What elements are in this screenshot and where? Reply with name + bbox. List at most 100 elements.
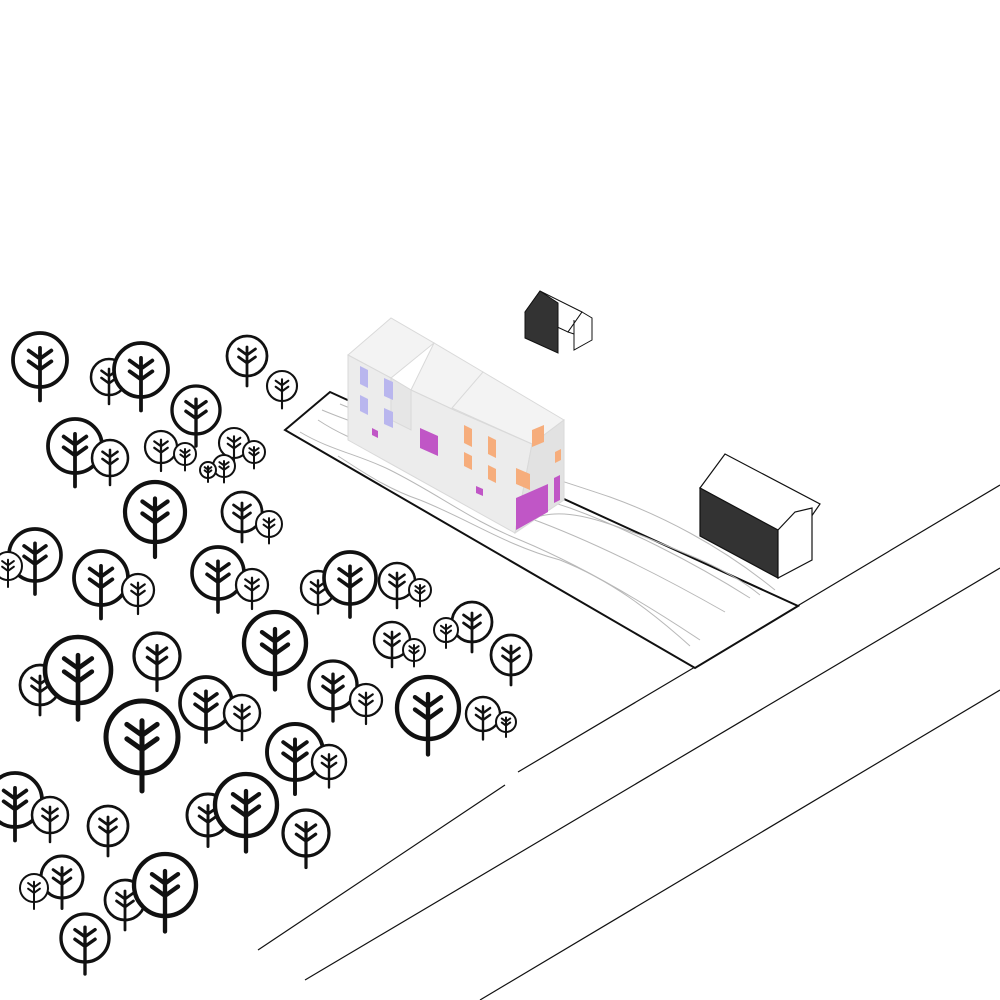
window: [488, 465, 496, 483]
window: [372, 428, 378, 438]
tree-icon: [30, 795, 70, 844]
tree-icon: [242, 440, 266, 470]
tree-trunk: [412, 691, 444, 757]
tree-icon: [433, 617, 459, 649]
tree-icon: [234, 567, 270, 611]
tree-icon: [377, 561, 417, 610]
tree-trunk: [101, 448, 119, 487]
tree-trunk: [337, 564, 363, 619]
tree-icon: [495, 711, 517, 738]
tree-trunk: [193, 689, 219, 744]
main-house: [347, 317, 565, 535]
tree-icon: [19, 873, 49, 910]
tree-grove: [0, 331, 533, 976]
tree-trunk: [414, 584, 426, 608]
tree-trunk: [294, 821, 318, 870]
tree-icon: [11, 331, 69, 403]
window: [532, 425, 544, 447]
tree-trunk: [26, 345, 54, 403]
tree-icon: [265, 369, 299, 410]
tree-icon: [199, 461, 217, 483]
tree-trunk: [124, 718, 160, 794]
window: [554, 475, 560, 503]
tree-trunk: [61, 431, 89, 489]
tree-trunk: [408, 644, 420, 668]
tree-icon: [322, 550, 378, 619]
tree-trunk: [1, 785, 29, 843]
tree-icon: [241, 609, 309, 692]
tree-icon: [225, 334, 269, 388]
tree-trunk: [262, 517, 276, 545]
barn: [699, 453, 821, 580]
small-shed: [524, 290, 593, 354]
tree-trunk: [115, 889, 135, 932]
tree-icon: [131, 851, 199, 934]
window: [464, 452, 472, 470]
tree-trunk: [439, 623, 453, 649]
tree-icon: [42, 634, 114, 722]
tree-trunk: [320, 753, 338, 789]
window: [360, 366, 368, 388]
tree-trunk: [61, 652, 95, 722]
window: [420, 428, 438, 456]
tree-icon: [90, 438, 130, 487]
tree-icon: [464, 695, 502, 741]
tree-trunk: [98, 815, 118, 858]
window: [384, 378, 393, 400]
tree-trunk: [248, 446, 260, 470]
tree-trunk: [462, 611, 482, 654]
tree-trunk: [388, 571, 406, 610]
windows-lavender: [360, 366, 393, 428]
tree-trunk: [274, 378, 290, 410]
tree-icon: [120, 572, 156, 616]
tree-trunk: [259, 626, 291, 692]
tree-trunk: [140, 496, 170, 560]
tree-trunk: [501, 644, 521, 687]
tree-icon: [394, 674, 462, 757]
tree-icon: [122, 479, 188, 560]
tree-trunk: [179, 448, 191, 472]
window: [488, 436, 496, 458]
tree-trunk: [321, 672, 345, 723]
tree-trunk: [205, 559, 231, 614]
tree-trunk: [281, 737, 309, 796]
tree-icon: [220, 490, 264, 544]
tree-trunk: [474, 705, 492, 741]
road-edge-north-end: [257, 784, 506, 951]
tree-icon: [132, 631, 182, 693]
tree-trunk: [41, 805, 59, 844]
window: [464, 425, 472, 447]
tree-trunk: [203, 465, 213, 483]
tree-trunk: [127, 355, 155, 413]
tree-trunk: [233, 703, 251, 742]
tree-icon: [0, 551, 23, 588]
tree-icon: [143, 429, 179, 473]
tree-trunk: [232, 501, 252, 544]
tree-icon: [307, 659, 359, 723]
tree-trunk: [237, 345, 257, 388]
tree-icon: [170, 384, 222, 448]
tree-trunk: [145, 644, 169, 693]
garage-door: [516, 484, 548, 530]
tree-icon: [59, 912, 111, 976]
barn-end-wall: [777, 507, 813, 579]
tree-icon: [408, 578, 432, 608]
window: [476, 486, 483, 496]
tree-trunk: [500, 716, 512, 738]
tree-trunk: [309, 579, 327, 615]
contour-line: [337, 455, 691, 647]
tree-trunk: [358, 691, 374, 726]
tree-trunk: [218, 460, 230, 484]
window: [384, 408, 393, 428]
window: [360, 395, 368, 415]
road-edge-south: [479, 689, 1000, 1000]
tree-icon: [212, 771, 280, 854]
tree-trunk: [153, 438, 169, 473]
tree-trunk: [27, 880, 41, 910]
house-gable: [390, 377, 412, 431]
tree-icon: [112, 341, 170, 413]
window: [516, 468, 530, 490]
tree-trunk: [230, 788, 262, 854]
shed-end-gable: [524, 290, 559, 354]
tree-icon: [489, 633, 533, 687]
